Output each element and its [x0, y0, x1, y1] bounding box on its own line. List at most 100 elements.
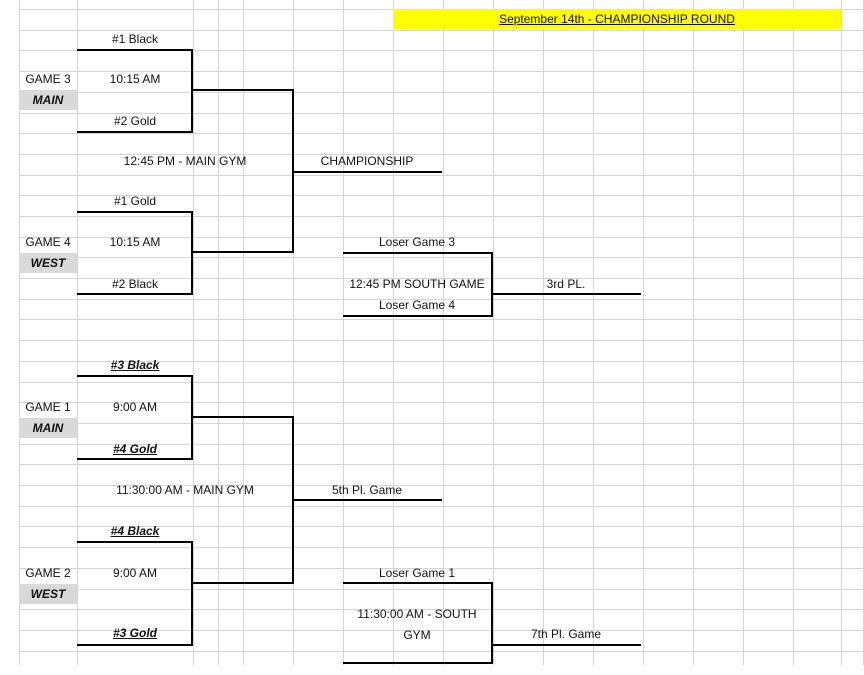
seventh-place-game-time-line1[interactable]: 11:30:00 AM - SOUTH: [357, 607, 477, 621]
bracket-line: [491, 644, 641, 646]
consolation-team2-loser-game4[interactable]: Loser Game 4: [378, 298, 456, 312]
bracket-line: [77, 375, 193, 377]
game4-time[interactable]: 10:15 AM: [109, 235, 161, 249]
game3-time[interactable]: 10:15 AM: [109, 72, 161, 86]
game1-label[interactable]: GAME 1: [25, 400, 71, 414]
game3-team2[interactable]: #2 Gold: [113, 114, 157, 128]
game2-team2[interactable]: #3 Gold: [112, 626, 157, 640]
game4-team2[interactable]: #2 Black: [111, 277, 159, 291]
gridline-horizontal: [19, 257, 864, 258]
gridline-horizontal: [19, 609, 864, 610]
gridline-vertical: [743, 0, 744, 665]
bracket-line: [77, 541, 193, 543]
bracket-line: [191, 582, 294, 584]
game2-gym-tag[interactable]: WEST: [19, 584, 77, 604]
gridline-vertical: [343, 0, 344, 665]
consolation-team1-loser-game1[interactable]: Loser Game 1: [378, 566, 456, 580]
gridline-horizontal: [19, 319, 864, 320]
bracket-line: [191, 251, 294, 253]
seventh-place-game-time-line2[interactable]: GYM: [403, 628, 431, 642]
gridline-horizontal: [19, 340, 864, 341]
gridline-vertical: [393, 0, 394, 665]
bracket-line: [77, 644, 193, 646]
gridline-horizontal: [19, 278, 864, 279]
bracket-line: [77, 458, 193, 460]
gridline-horizontal: [19, 237, 864, 238]
gridline-horizontal: [19, 133, 864, 134]
gridline-horizontal: [19, 423, 864, 424]
bracket-line: [77, 211, 193, 213]
bracket-line: [191, 416, 294, 418]
seventh-place-label[interactable]: 7th Pl. Game: [530, 627, 602, 641]
gridline-vertical: [493, 0, 494, 665]
gridline-horizontal: [19, 651, 864, 652]
game2-team1[interactable]: #4 Black: [110, 524, 160, 538]
gridline-horizontal: [19, 526, 864, 527]
game3-gym-tag[interactable]: MAIN: [19, 90, 77, 110]
bracket-line: [191, 541, 193, 646]
game4-gym-tag[interactable]: WEST: [19, 253, 77, 273]
game4-label[interactable]: GAME 4: [25, 235, 71, 249]
game3-label[interactable]: GAME 3: [25, 72, 71, 86]
consolation-team1-loser-game3[interactable]: Loser Game 3: [378, 235, 456, 249]
gridline-horizontal: [19, 175, 864, 176]
third-place-game-time[interactable]: 12:45 PM SOUTH GAME: [349, 277, 485, 291]
gridline-vertical: [243, 0, 244, 665]
gridline-horizontal: [19, 444, 864, 445]
gridline-vertical: [543, 0, 544, 665]
gridline-vertical: [593, 0, 594, 665]
game3-team1[interactable]: #1 Black: [111, 32, 159, 46]
gridline-vertical: [443, 0, 444, 665]
gridline-vertical: [77, 0, 78, 665]
bracket-line: [343, 662, 493, 664]
bracket-line: [343, 582, 493, 584]
gridline-horizontal: [19, 92, 864, 93]
bracket-line: [77, 49, 193, 51]
gridline-horizontal: [19, 113, 864, 114]
gridline-vertical: [793, 0, 794, 665]
bracket-line: [77, 131, 193, 133]
gridline-horizontal: [19, 71, 864, 72]
gridline-vertical: [19, 0, 20, 665]
gridline-vertical: [693, 0, 694, 665]
bracket-line: [293, 171, 442, 173]
gridline-vertical: [218, 0, 219, 665]
gridline-horizontal: [19, 589, 864, 590]
game1-gym-tag[interactable]: MAIN: [19, 418, 77, 438]
fifth-place-label[interactable]: 5th Pl. Game: [331, 483, 403, 497]
game2-label[interactable]: GAME 2: [25, 566, 71, 580]
gridline-vertical: [643, 0, 644, 665]
gridline-horizontal: [19, 195, 864, 196]
page-title[interactable]: September 14th - CHAMPIONSHIP ROUND: [393, 9, 841, 29]
game4-team1[interactable]: #1 Gold: [113, 194, 157, 208]
bracket-line: [191, 211, 193, 295]
bracket-line: [491, 582, 493, 664]
gridline-horizontal: [19, 506, 864, 507]
gridline-horizontal: [19, 299, 864, 300]
championship-time[interactable]: 12:45 PM - MAIN GYM: [123, 154, 247, 168]
championship-label[interactable]: CHAMPIONSHIP: [320, 154, 414, 168]
game1-team2[interactable]: #4 Gold: [112, 442, 157, 456]
gridline-horizontal: [19, 382, 864, 383]
gridline-horizontal: [19, 568, 864, 569]
bracket-line: [343, 315, 493, 317]
fifth-place-game-time[interactable]: 11:30:00 AM - MAIN GYM: [116, 483, 254, 497]
bracket-line: [293, 499, 442, 501]
gridline-horizontal: [19, 216, 864, 217]
bracket-line: [491, 252, 493, 317]
bracket-line: [191, 89, 294, 91]
game1-team1[interactable]: #3 Black: [110, 358, 160, 372]
gridline-horizontal: [19, 464, 864, 465]
gridline-vertical: [293, 0, 294, 665]
bracket-line: [491, 293, 641, 295]
gridline-horizontal: [19, 402, 864, 403]
game1-time[interactable]: 9:00 AM: [112, 400, 158, 414]
gridline-horizontal: [19, 30, 864, 31]
gridline-horizontal: [19, 547, 864, 548]
gridline-horizontal: [19, 154, 864, 155]
gridline-vertical: [841, 0, 842, 665]
gridline-vertical: [193, 0, 194, 665]
third-place-label[interactable]: 3rd PL.: [546, 277, 586, 291]
game2-time[interactable]: 9:00 AM: [112, 566, 158, 580]
